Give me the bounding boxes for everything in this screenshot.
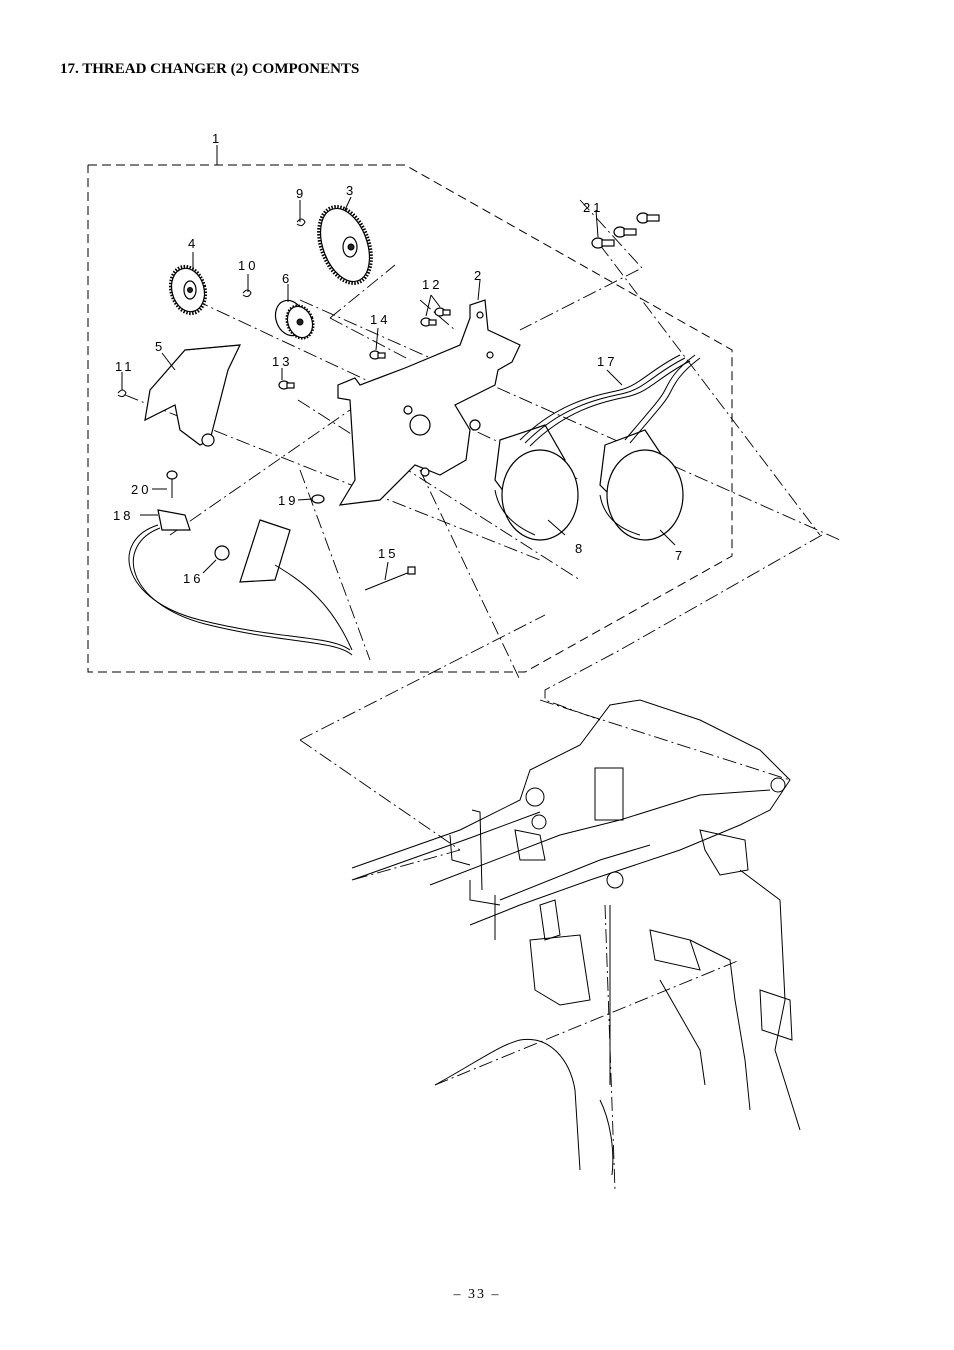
part-18-sensor [128, 509, 353, 656]
callout-2: 2 [474, 268, 484, 283]
part-2-bracket [337, 299, 521, 506]
callout-13: 13 [272, 354, 292, 369]
part-9-retaining-ring [296, 218, 306, 227]
callout-17: 17 [597, 354, 617, 369]
callout-6: 6 [282, 271, 292, 286]
assembly-boundary [87, 145, 733, 673]
part-8-motor [494, 424, 579, 541]
callout-3: 3 [346, 183, 356, 198]
callout-15: 15 [378, 546, 398, 561]
part-7-motor [599, 429, 684, 541]
part-15-cable-tie [364, 566, 416, 591]
sensor-board [239, 519, 353, 651]
part-17-harness [519, 354, 701, 447]
callout-20: 20 [131, 482, 151, 497]
part-10-retaining-ring [242, 289, 252, 298]
callout-16: 16 [183, 571, 203, 586]
callout-18: 18 [113, 508, 133, 523]
part-4-gear [168, 264, 208, 316]
part-12-screws [420, 307, 451, 327]
part-3-large-gear [317, 205, 373, 285]
callout-19: 19 [278, 493, 298, 508]
callout-9: 9 [296, 186, 306, 201]
part-19-nut [311, 494, 325, 504]
part-20-screw [166, 470, 178, 498]
callout-7: 7 [675, 548, 685, 563]
callout-11: 11 [115, 359, 135, 374]
callout-10: 10 [238, 258, 258, 273]
callout-5: 5 [155, 339, 165, 354]
callout-8: 8 [575, 541, 585, 556]
page-title: 17. THREAD CHANGER (2) COMPONENTS [60, 61, 360, 77]
part-6-pulley [274, 299, 315, 340]
part-14-screw [369, 350, 386, 360]
callout-14: 14 [370, 312, 390, 327]
page-number: – 33 – [453, 1287, 501, 1302]
callout-4: 4 [188, 236, 198, 251]
part-21-screws [591, 212, 660, 249]
callout-leaders [121, 196, 676, 581]
part-11-retaining-ring [117, 389, 127, 398]
part-16-button [214, 545, 230, 561]
callout-labels: 1 2 3 4 5 6 7 8 9 10 11 12 13 14 15 16 1… [113, 131, 685, 586]
callout-21: 21 [583, 200, 603, 215]
part-5-sector-gear [144, 344, 241, 447]
callout-1: 1 [212, 131, 222, 146]
callout-12: 12 [422, 277, 442, 292]
machine-frame [351, 699, 801, 1176]
part-13-screw [278, 380, 295, 390]
